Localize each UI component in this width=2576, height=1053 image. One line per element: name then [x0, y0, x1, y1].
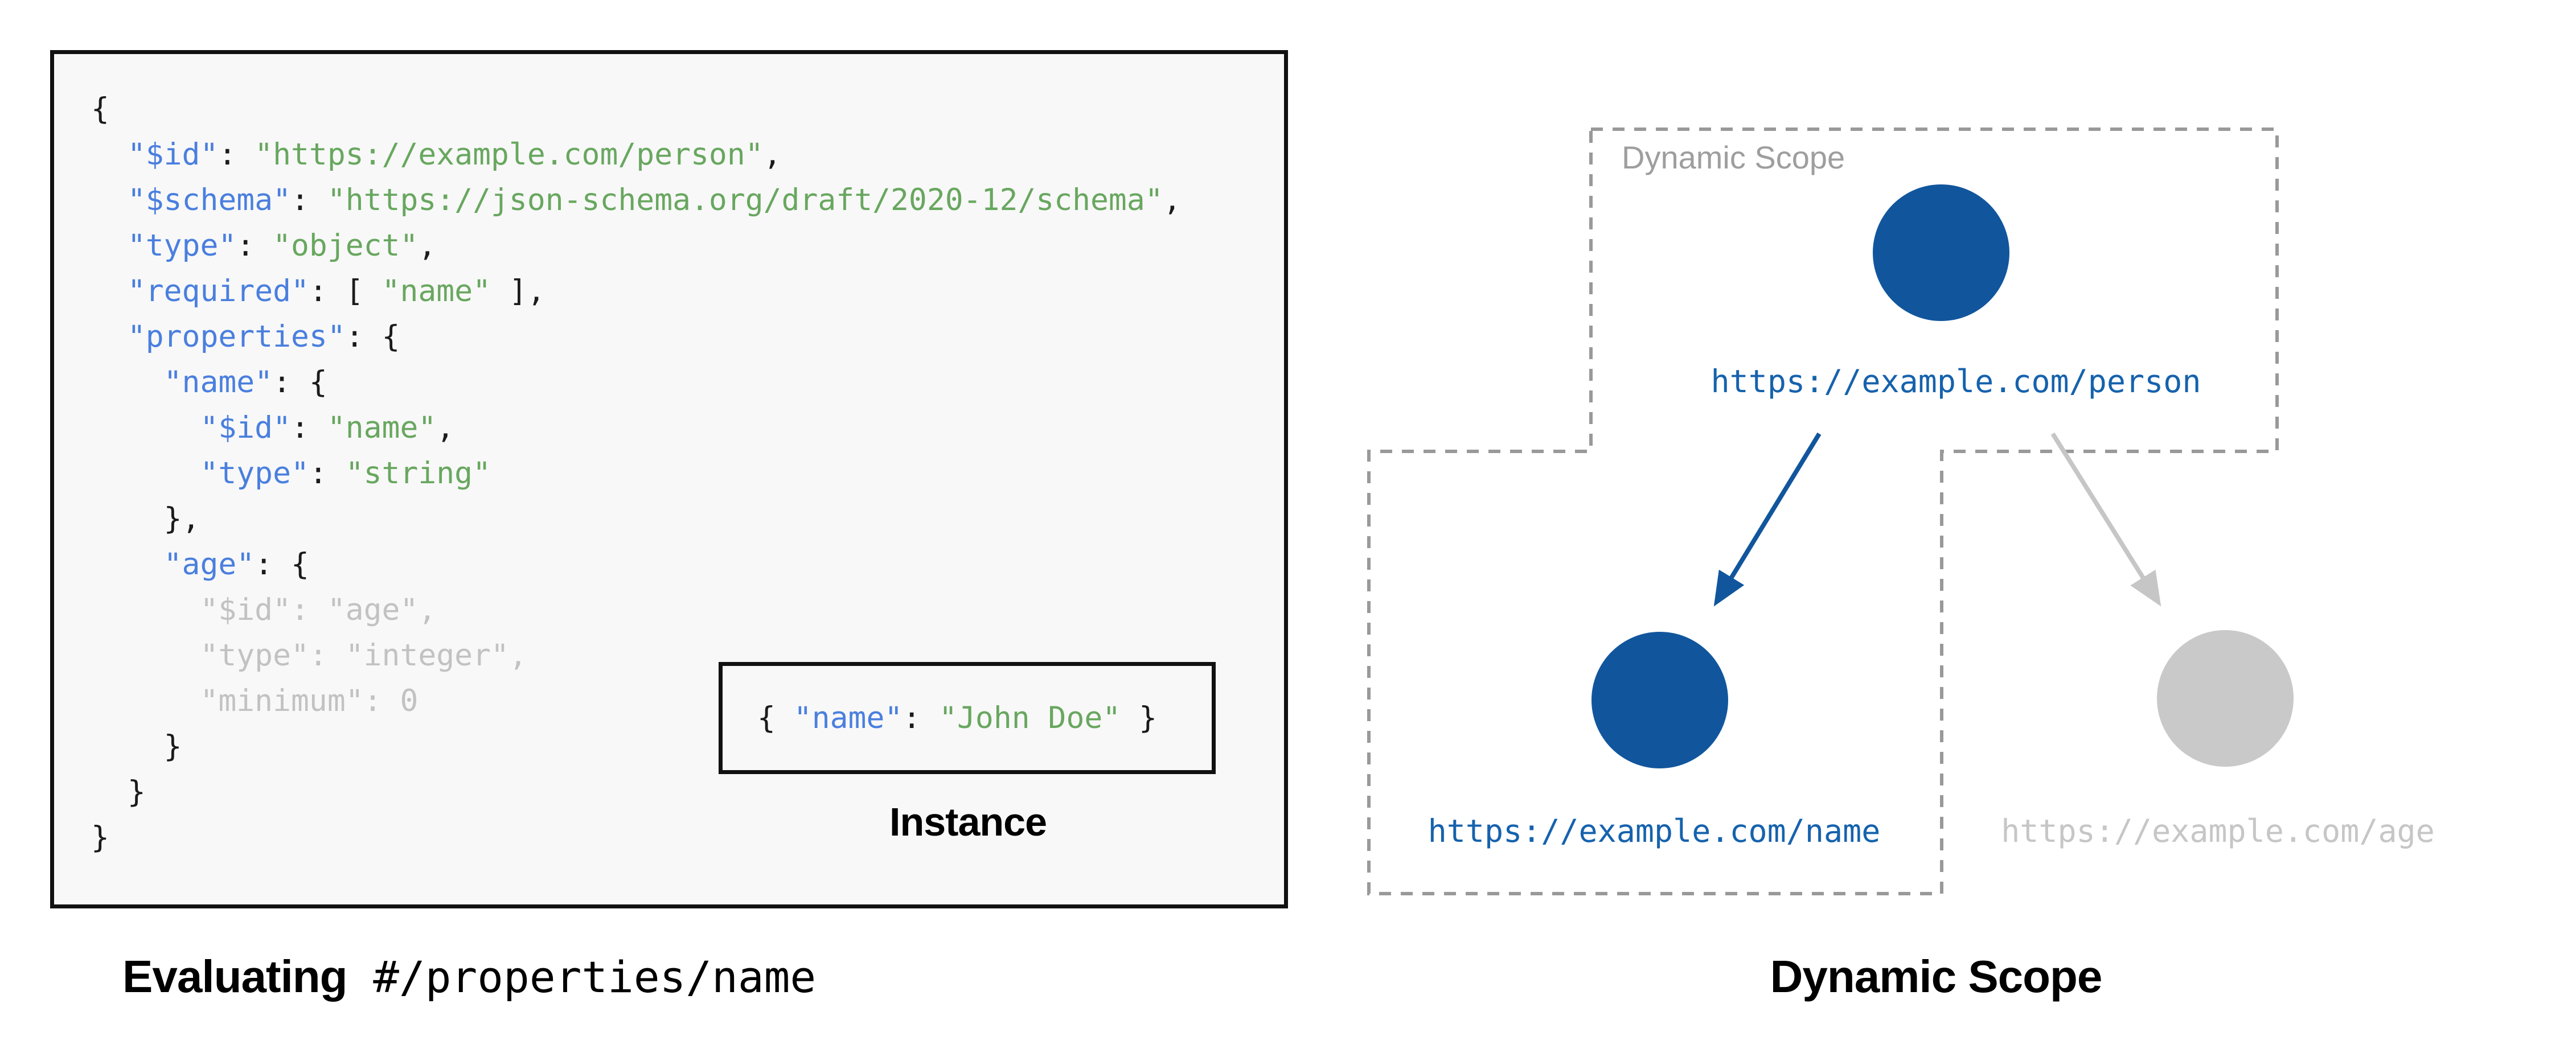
code-line: }	[91, 820, 109, 855]
schema-code: { "$id": "https://example.com/person", "…	[54, 54, 1284, 861]
dynamic-scope-region-label: Dynamic Scope	[1622, 139, 1845, 175]
name-node-url: https://example.com/name	[1428, 813, 1881, 849]
code-line: }	[91, 775, 146, 809]
code-line: "required": [ "name" ],	[127, 274, 545, 309]
code-line: "$id": "age",	[91, 593, 437, 627]
code-line: "$id": "name",	[200, 410, 455, 445]
code-line: "$schema": "https://json-schema.org/draf…	[127, 183, 1182, 217]
instance-box: { "name": "John Doe" }	[719, 662, 1216, 774]
dynamic-scope-outline	[1367, 127, 2279, 895]
json-pointer: #/properties/name	[347, 952, 817, 1002]
arrow-person-to-name	[1713, 432, 1822, 607]
age-node	[2157, 630, 2294, 767]
code-line: "name": {	[163, 365, 327, 400]
code-line: "age": {	[163, 547, 309, 582]
code-line: "type": "object",	[127, 228, 437, 263]
code-line: "minimum": 0	[91, 684, 419, 718]
person-node	[1873, 184, 2009, 321]
code-line: }	[91, 729, 182, 764]
arrow-person-to-age	[2050, 432, 2161, 607]
code-line: {	[91, 92, 109, 126]
age-node-url: https://example.com/age	[2001, 813, 2435, 849]
instance-label: Instance	[889, 800, 1047, 844]
person-node-url: https://example.com/person	[1711, 363, 2201, 400]
instance-code: { "name": "John Doe" }	[757, 701, 1158, 735]
code-line: "type": "string"	[200, 456, 491, 491]
name-node	[1591, 632, 1728, 768]
schema-panel: { "$id": "https://example.com/person", "…	[50, 50, 1288, 908]
code-line: "$id": "https://example.com/person",	[127, 137, 782, 172]
evaluating-caption: Evaluating #/properties/name	[122, 954, 816, 1013]
code-line: "properties": {	[127, 319, 400, 354]
dynamic-scope-caption: Dynamic Scope	[1770, 951, 2103, 1002]
evaluating-caption-bold: Evaluating	[122, 951, 348, 1002]
code-line: },	[91, 501, 200, 536]
code-line: "type": "integer",	[91, 638, 527, 673]
